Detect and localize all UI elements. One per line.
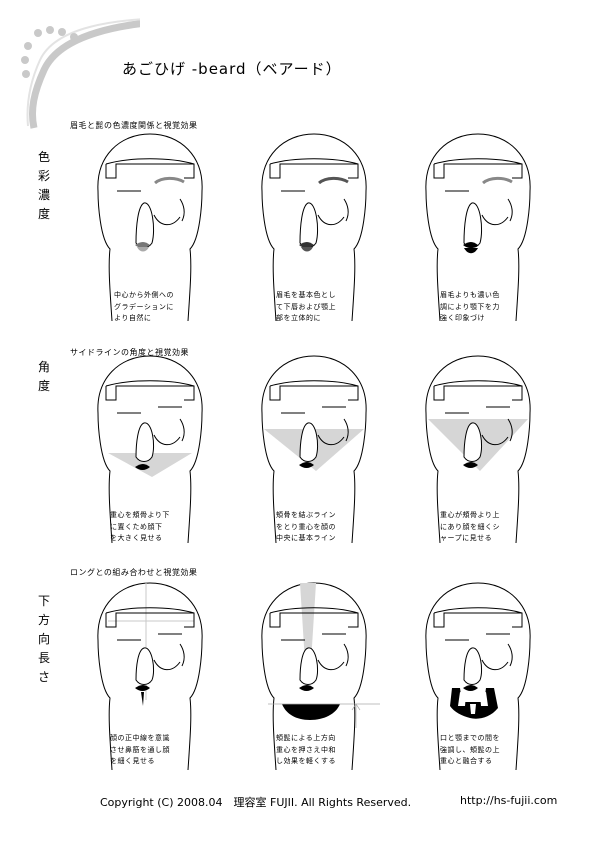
- face-color-base: [261, 133, 367, 322]
- caption-line: し効果を軽くする: [276, 757, 336, 765]
- caption-line: て下唇および顎上: [276, 302, 336, 311]
- caption-line: 中心から外側への: [114, 291, 174, 299]
- caption-length-2: 頬髭による上方向 重心を押さえ中和 し効果を軽くする: [276, 733, 336, 768]
- caption-color-3: 眉毛よりも濃い色 調により顎下を力 強く印象づけ: [440, 290, 500, 325]
- caption-line: に置くため顔下: [110, 522, 163, 531]
- footer-copyright: Copyright (C) 2008.04 理容室 FUJII. All Rig…: [100, 796, 412, 809]
- caption-angle-3: 重心が頬骨より上 にあり顔を細くシ ャープに見せる: [440, 510, 500, 545]
- face-length-centerline: [97, 582, 203, 771]
- caption-line: 重心を押さえ中和: [276, 745, 336, 754]
- caption-color-2: 眉毛を基本色とし て下唇および顎上 部を立体的に: [276, 290, 336, 325]
- caption-line: を大きく見せる: [110, 534, 163, 542]
- caption-line: グラデーションに: [114, 302, 174, 311]
- caption-length-1: 顔の正中線を意識 させ鼻筋を通し顔 を細く見せる: [110, 733, 170, 768]
- caption-line: ャープに見せる: [440, 534, 493, 542]
- caption-line: させ鼻筋を通し顔: [110, 745, 170, 754]
- caption-line: 口と顎までの間を: [440, 734, 500, 742]
- side-label-length: 下 方 向 長 さ: [36, 592, 52, 687]
- caption-color-1: 中心から外側への グラデーションに より自然に: [114, 290, 174, 325]
- caption-line: 部を立体的に: [276, 314, 321, 322]
- caption-line: 強く印象づけ: [440, 314, 485, 322]
- face-angle-mid: [261, 355, 367, 544]
- face-angle-high: [425, 355, 531, 544]
- side-label-char: 下: [37, 594, 50, 608]
- face-length-chin: [261, 582, 380, 771]
- caption-line: を細く見せる: [110, 757, 155, 765]
- caption-angle-1: 重心を頬骨より下 に置くため顔下 を大きく見せる: [110, 510, 170, 545]
- caption-line: 眉毛よりも濃い色: [440, 291, 500, 299]
- side-label-char: 度: [37, 207, 50, 221]
- side-label-char: さ: [37, 670, 50, 684]
- corner-ornament: [21, 18, 140, 129]
- face-angle-low: [97, 355, 203, 544]
- face-color-dark: [425, 133, 531, 322]
- caption-line: 重心が頬骨より上: [440, 511, 500, 519]
- face-length-goatee: [425, 582, 531, 771]
- section-heading-angle: サイドラインの角度と視覚効果: [70, 348, 189, 357]
- caption-line: 顔の正中線を意識: [110, 734, 170, 742]
- section-heading-color: 眉毛と髭の色濃度関係と視覚効果: [70, 121, 198, 130]
- footer-url[interactable]: http://hs-fujii.com: [460, 794, 558, 807]
- side-label-char: 濃: [37, 188, 50, 202]
- side-label-char: 色: [37, 150, 50, 164]
- caption-line: 調により顎下を力: [440, 302, 500, 311]
- caption-line: 頬髭による上方向: [276, 734, 336, 742]
- caption-line: にあり顔を細くシ: [440, 522, 500, 531]
- side-label-char: 角: [37, 360, 50, 374]
- caption-line: 眉毛を基本色とし: [276, 291, 336, 299]
- side-label-angle: 角 度: [36, 358, 52, 396]
- caption-line: より自然に: [114, 314, 152, 322]
- caption-line: 中央に基本ライン: [276, 534, 336, 542]
- page-title: あごひげ -beard（ベアード）: [122, 60, 342, 78]
- side-label-color: 色 彩 濃 度: [36, 148, 52, 224]
- caption-line: をとり重心を顔の: [276, 522, 336, 531]
- side-label-char: 向: [37, 632, 50, 646]
- caption-angle-2: 頬骨を結ぶライン をとり重心を顔の 中央に基本ライン: [276, 510, 336, 545]
- caption-line: 重心を頬骨より下: [110, 511, 170, 519]
- side-label-char: 長: [37, 651, 50, 665]
- caption-length-3: 口と顎までの間を 強調し、頬髭の上 重心と融合する: [440, 733, 500, 768]
- face-color-gradient: [93, 133, 207, 332]
- side-label-char: 彩: [37, 169, 50, 183]
- side-label-char: 度: [37, 379, 50, 393]
- caption-line: 重心と融合する: [440, 757, 493, 765]
- caption-line: 強調し、頬髭の上: [440, 745, 500, 754]
- caption-line: 頬骨を結ぶライン: [276, 511, 336, 519]
- section-heading-length: ロングとの組み合わせと視覚効果: [70, 568, 198, 577]
- side-label-char: 方: [37, 613, 50, 627]
